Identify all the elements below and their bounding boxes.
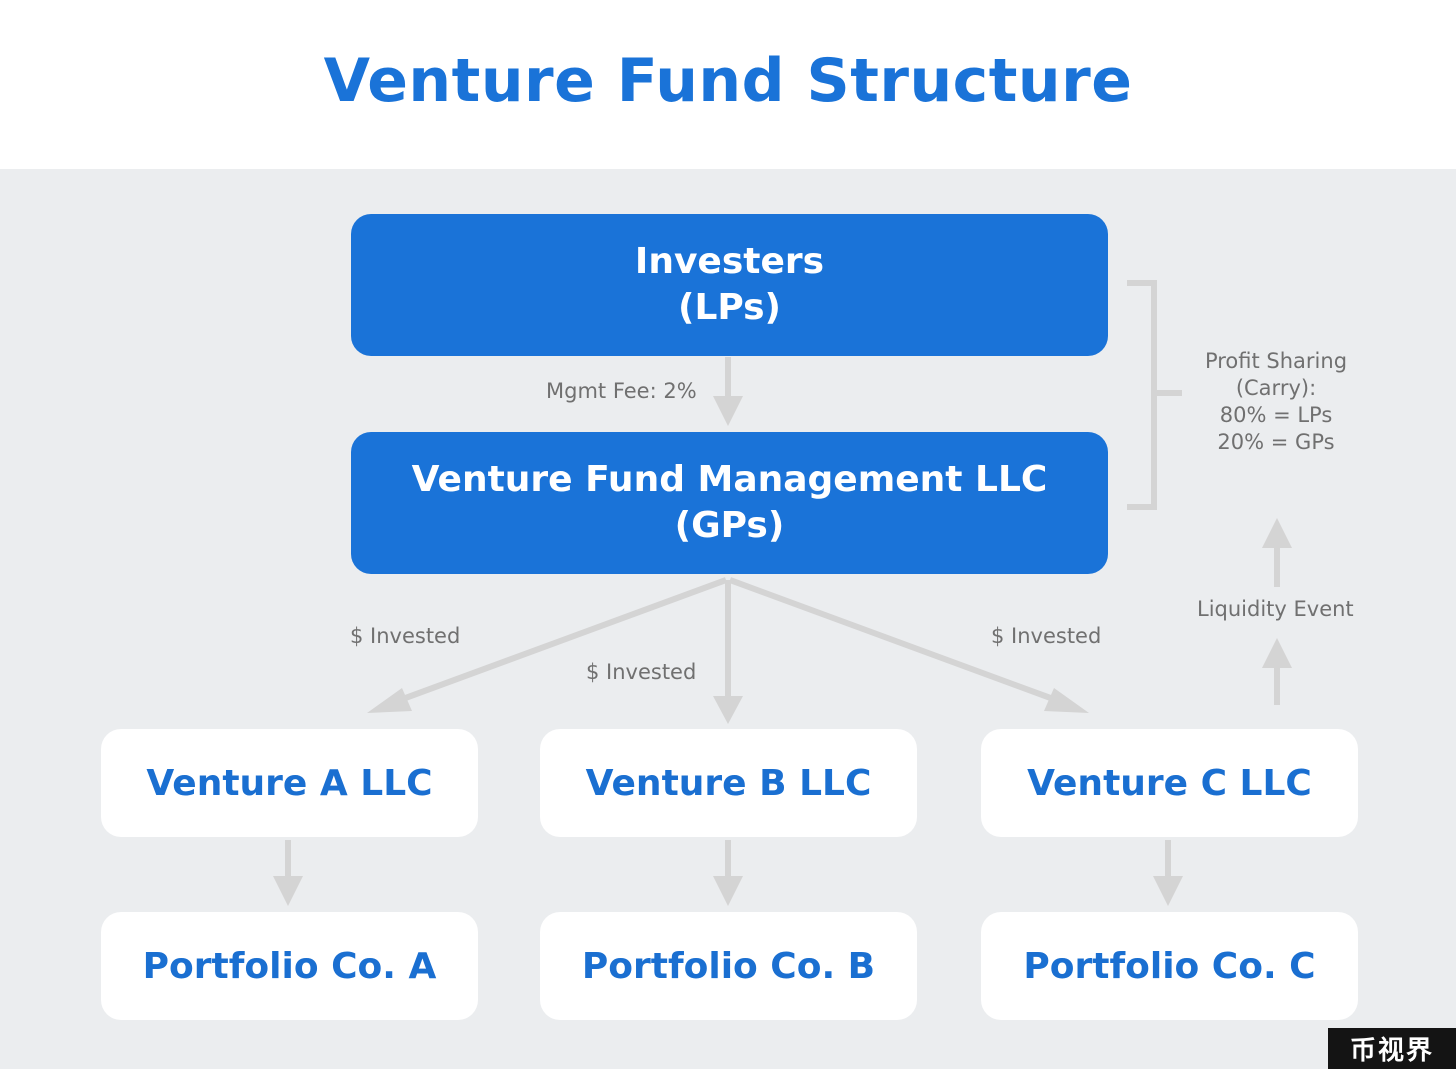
arrowhead-liquidity-lower <box>1262 638 1292 668</box>
profit-sharing-lps: 80% = LPs <box>1219 403 1333 427</box>
venture-c-box: Venture C LLC <box>981 729 1358 837</box>
venture-a-label: Venture A LLC <box>146 762 433 804</box>
arrow-gp-to-venture-a <box>398 577 728 703</box>
arrowhead-lp-to-gp <box>713 396 743 426</box>
investors-label: Investers <box>634 241 825 282</box>
liquidity-event-label: Liquidity Event <box>1197 597 1354 621</box>
portfolio-b-box: Portfolio Co. B <box>540 912 917 1020</box>
invested-center-label: $ Invested <box>586 660 697 684</box>
mgmt-fee-label: Mgmt Fee: 2% <box>546 379 697 403</box>
arrowhead-portfolio-c <box>1153 876 1183 906</box>
arrowhead-venture-a <box>367 688 412 713</box>
venture-b-label: Venture B LLC <box>585 762 872 804</box>
profit-sharing-title: Profit Sharing <box>1204 349 1348 373</box>
venture-a-box: Venture A LLC <box>101 729 478 837</box>
arrowhead-venture-c <box>1044 688 1089 713</box>
venture-c-label: Venture C LLC <box>1027 762 1312 804</box>
arrowhead-venture-b <box>713 696 743 724</box>
portfolio-c-label: Portfolio Co. C <box>1023 945 1316 987</box>
investors-box: Investers (LPs) <box>351 214 1108 356</box>
portfolio-a-box: Portfolio Co. A <box>101 912 478 1020</box>
profit-sharing-gps: 20% = GPs <box>1217 430 1335 454</box>
page-title: Venture Fund Structure <box>323 46 1133 116</box>
portfolio-c-box: Portfolio Co. C <box>981 912 1358 1020</box>
management-label: Venture Fund Management LLC <box>411 459 1048 500</box>
management-sublabel: (GPs) <box>674 505 785 546</box>
profit-sharing-bracket <box>1127 280 1157 510</box>
profit-sharing-note: Profit Sharing (Carry): 80% = LPs 20% = … <box>1188 348 1364 456</box>
invested-left-label: $ Invested <box>350 624 461 648</box>
investors-sublabel: (LPs) <box>677 287 782 328</box>
arrowhead-liquidity-upper <box>1262 518 1292 548</box>
portfolio-a-label: Portfolio Co. A <box>142 945 437 987</box>
arrowhead-portfolio-a <box>273 876 303 906</box>
venture-b-box: Venture B LLC <box>540 729 917 837</box>
header-band <box>0 0 1456 169</box>
management-box: Venture Fund Management LLC (GPs) <box>351 432 1108 574</box>
invested-right-label: $ Invested <box>991 624 1102 648</box>
portfolio-b-label: Portfolio Co. B <box>581 945 876 987</box>
arrowhead-portfolio-b <box>713 876 743 906</box>
profit-sharing-subtitle: (Carry): <box>1235 376 1317 400</box>
watermark: 币视界 <box>1328 1028 1456 1069</box>
arrow-gp-to-venture-c <box>728 577 1058 703</box>
